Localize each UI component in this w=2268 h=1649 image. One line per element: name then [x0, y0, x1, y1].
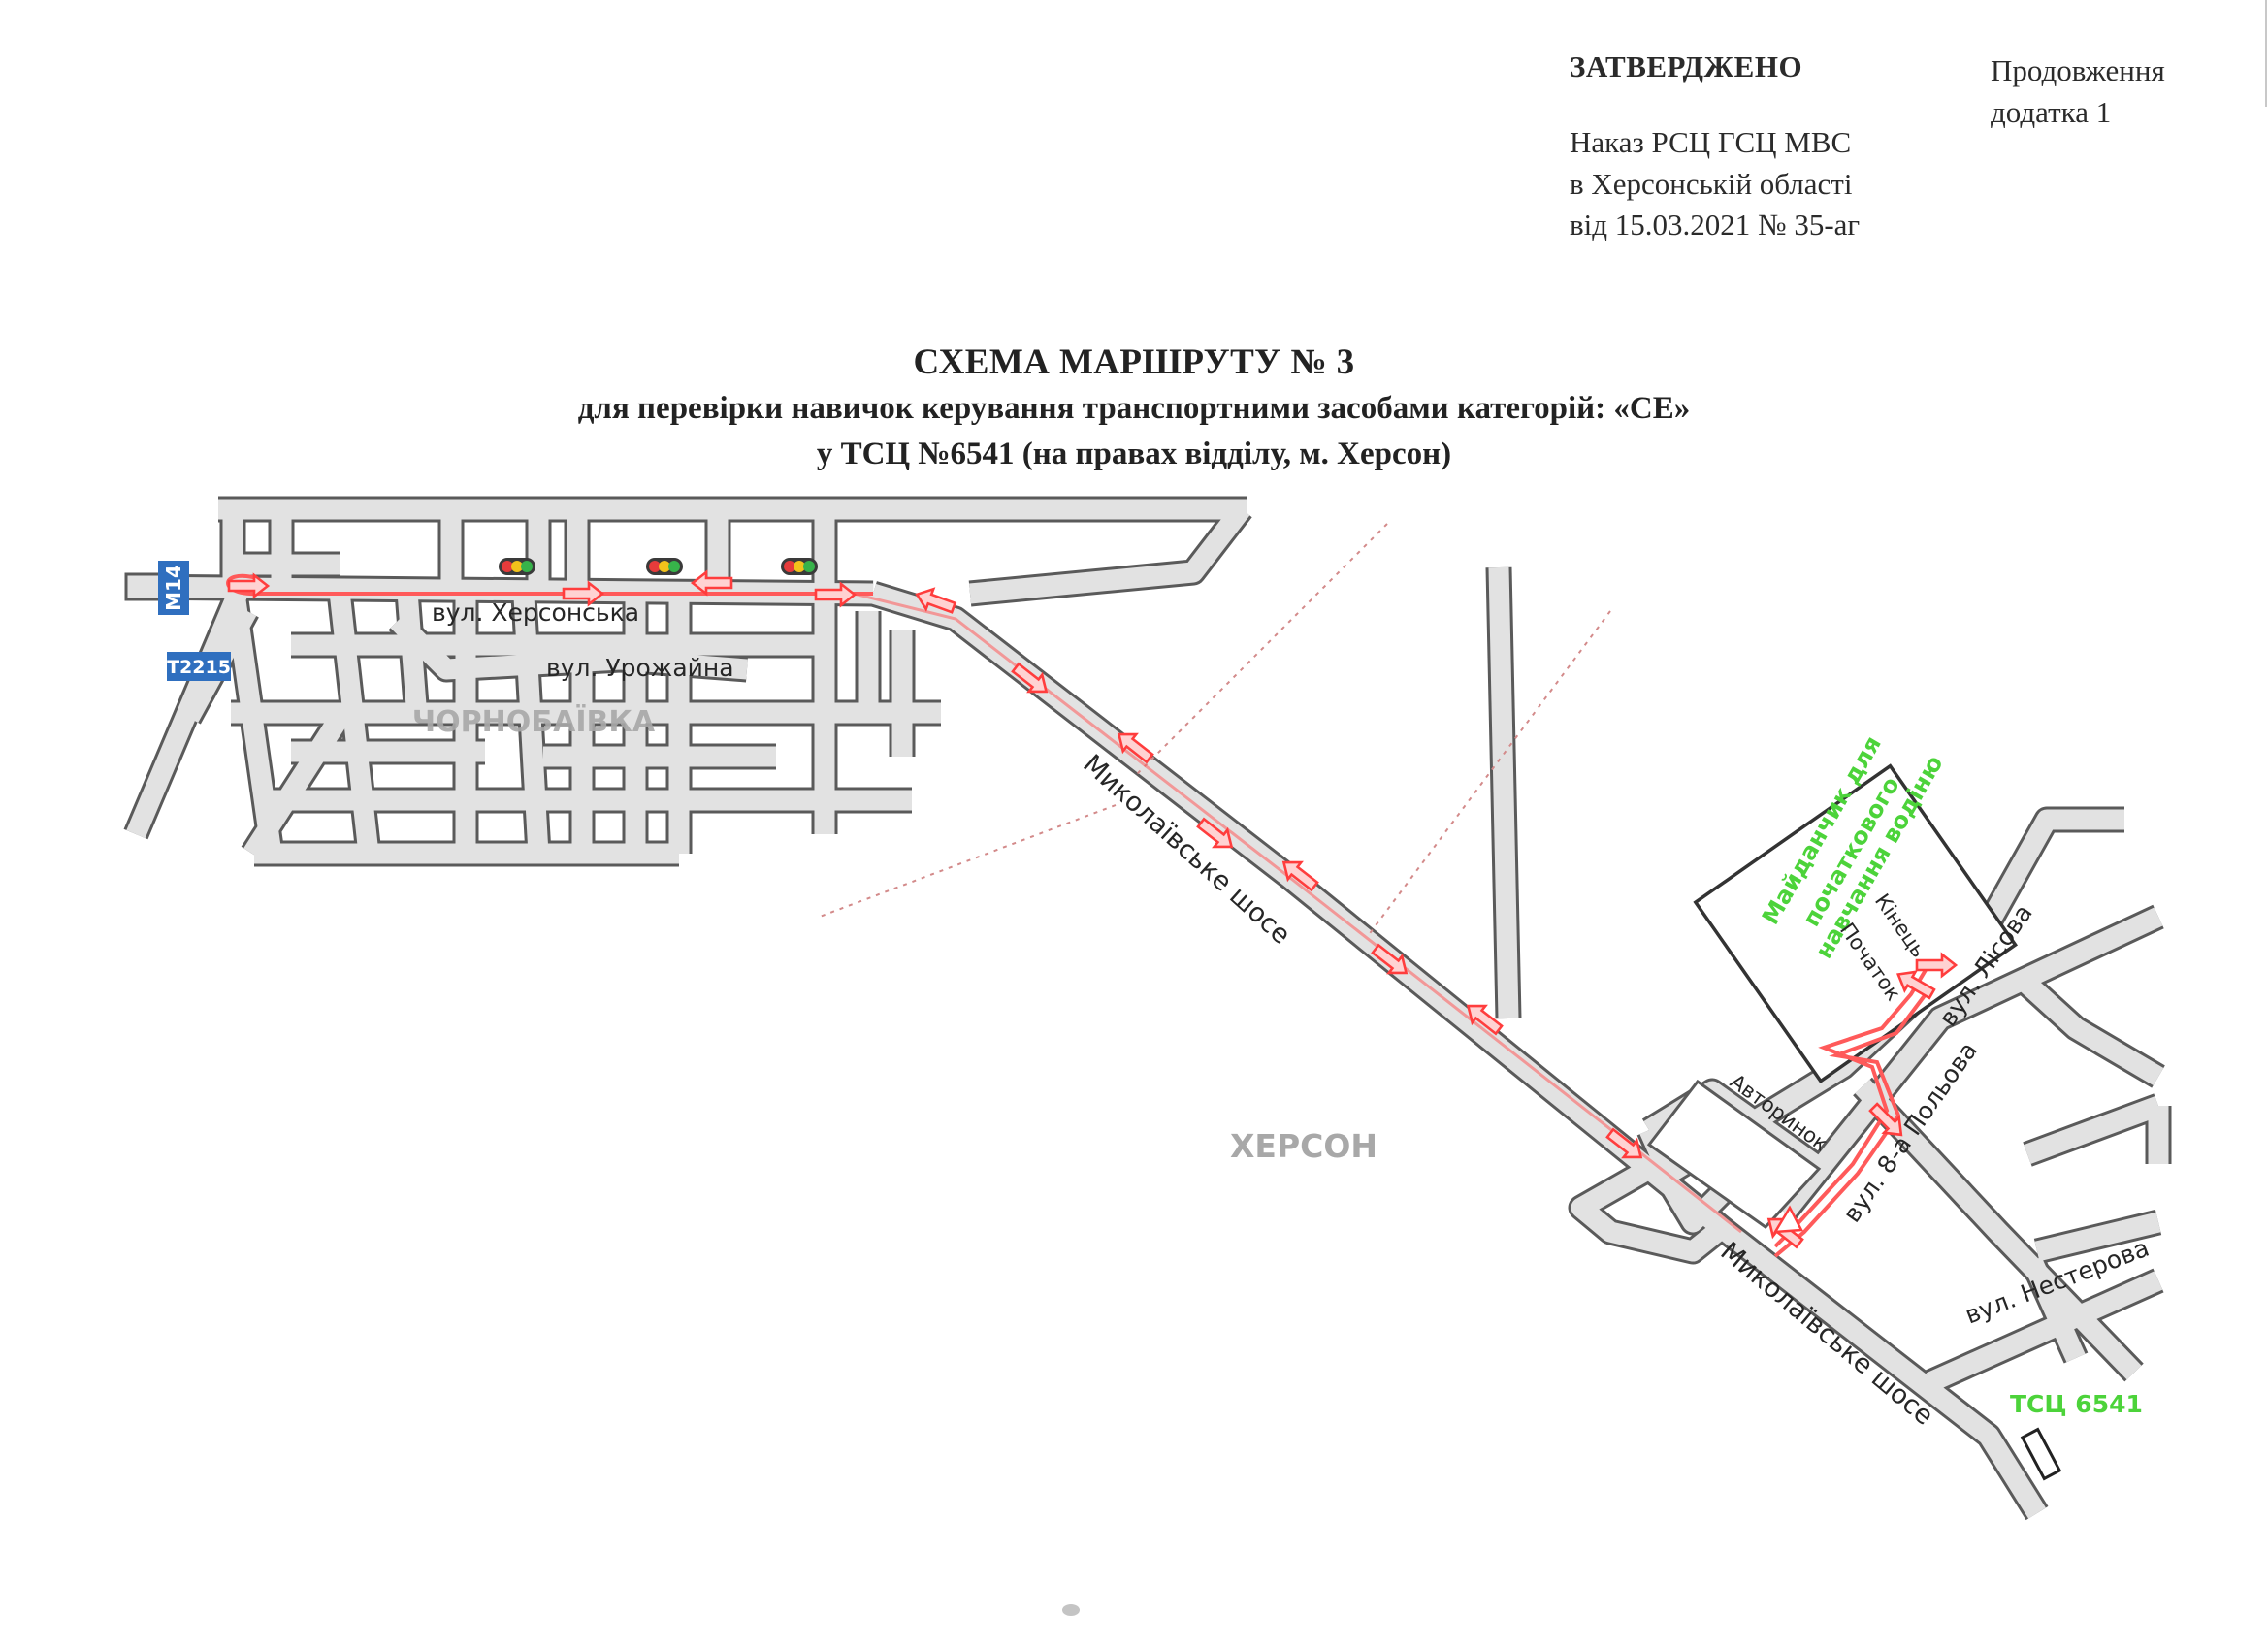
scan-artifact	[1062, 1604, 1080, 1616]
t2215-badge-label: T2215	[167, 657, 231, 678]
traffic-light-icon	[781, 558, 818, 575]
street-urozhaina: вул. Урожайна	[546, 654, 734, 682]
training-area	[1693, 763, 2019, 1083]
page-subtitle-location: у ТСЦ №6541 (на правах відділу, м. Херсо…	[816, 436, 1452, 471]
street-mykolaivske-south: Миколаївське шосе	[1715, 1237, 1939, 1432]
warning-triangle-icon	[1772, 1205, 1803, 1234]
street-khersonska: вул. Херсонська	[432, 598, 639, 627]
district-kherson: ХЕРСОН	[1230, 1127, 1377, 1165]
continuation-line-2: додатка 1	[1991, 94, 2112, 129]
m14-badge-label: M14	[162, 565, 185, 611]
approval-order-line: Наказ РСЦ ГСЦ МВС	[1570, 124, 1852, 159]
t2215-badge: T2215	[167, 652, 231, 681]
district-chornobaivka: ЧОРНОБАЇВКА	[412, 704, 656, 739]
avtorynok-block	[1646, 1079, 1822, 1229]
traffic-light-icon	[646, 558, 683, 575]
continuation-line-1: Продовження	[1991, 53, 2165, 87]
traffic-light-icon	[499, 558, 535, 575]
district-boundary	[819, 523, 1611, 937]
page-title: СХЕМА МАРШРУТУ № 3	[913, 342, 1355, 382]
m14-badge: M14	[158, 561, 189, 615]
tsc-label: ТСЦ 6541	[2010, 1390, 2143, 1418]
tsc-building	[2020, 1427, 2062, 1481]
continuation-note: Продовження додатка 1	[1991, 50, 2165, 134]
approval-heading: ЗАТВЕРДЖЕНО	[1570, 49, 1803, 83]
approval-region-line: в Херсонській області	[1570, 166, 1853, 201]
page-subtitle: для перевірки навичок керування транспор…	[577, 391, 1691, 426]
approval-block: ЗАТВЕРДЖЕНО Наказ РСЦ ГСЦ МВС в Херсонсь…	[1570, 47, 1860, 246]
approval-date-line: від 15.03.2021 № 35-аг	[1570, 208, 1861, 242]
